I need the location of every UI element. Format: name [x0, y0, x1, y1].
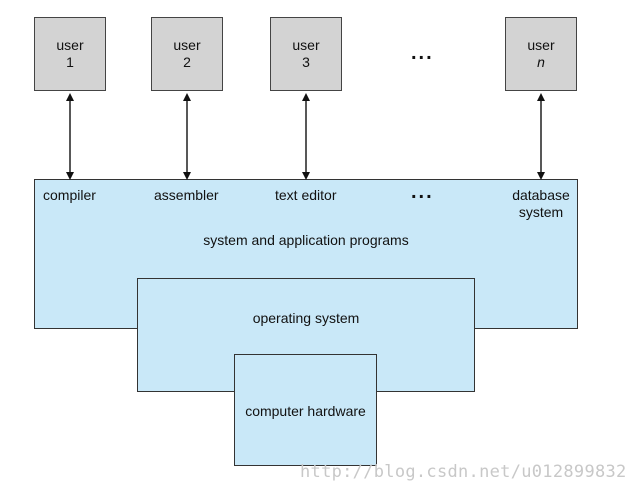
user-2-label: user	[173, 37, 201, 53]
user-3-label: user	[292, 37, 320, 53]
operating-system-label: operating system	[252, 310, 360, 326]
user-n-box: user n	[505, 17, 577, 91]
user-3-number: 3	[302, 54, 310, 70]
hardware-label: computer hardware	[245, 403, 366, 419]
programs-ellipsis: ...	[411, 181, 434, 203]
user-1-label: user	[56, 37, 84, 53]
hardware-layer	[234, 354, 377, 466]
program-text-editor: text editor	[275, 187, 337, 203]
watermark-text: http://blog.csdn.net/u012899832	[300, 462, 627, 482]
application-layer-label: system and application programs	[203, 232, 409, 248]
users-ellipsis: ...	[411, 42, 434, 64]
user-n-label: user	[527, 37, 555, 53]
user-1-box: user 1	[34, 17, 106, 91]
user-n-number: n	[537, 54, 545, 70]
program-database-line2: system	[518, 204, 564, 220]
user-1-number: 1	[66, 54, 74, 70]
user-2-box: user 2	[151, 17, 223, 91]
program-database-line1: database	[512, 187, 570, 203]
program-compiler: compiler	[43, 187, 96, 203]
user-3-box: user 3	[270, 17, 342, 91]
program-database-system: database system	[510, 187, 572, 221]
user-2-number: 2	[183, 54, 191, 70]
program-assembler: assembler	[154, 187, 219, 203]
